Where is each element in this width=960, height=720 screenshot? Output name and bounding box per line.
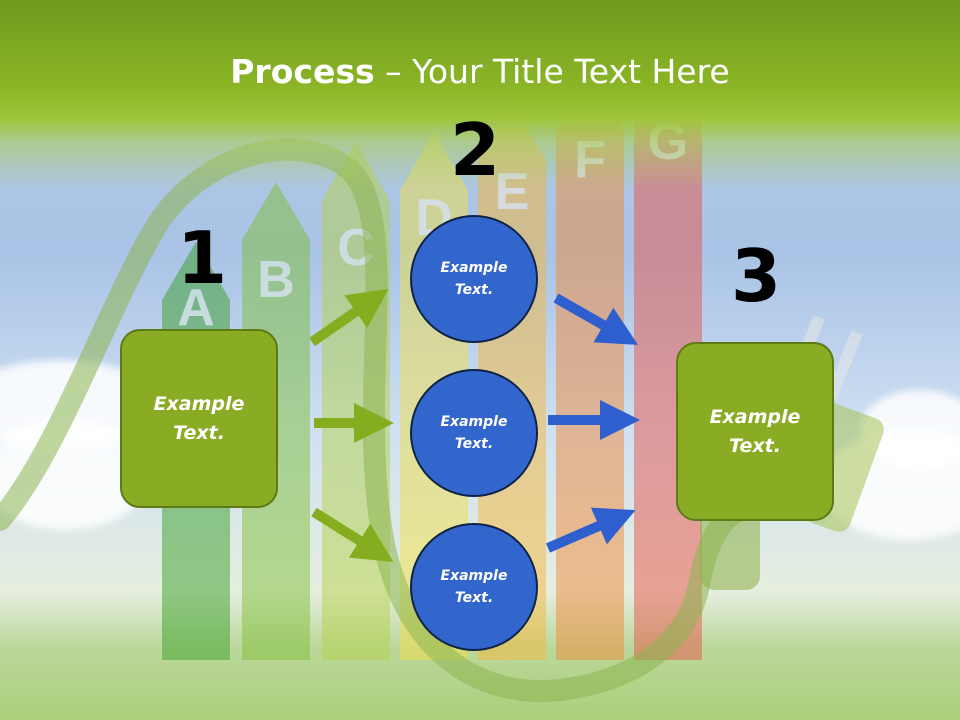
process-circle-3[interactable]: Example Text. xyxy=(410,523,538,651)
process-box-right[interactable]: Example Text. xyxy=(676,342,834,521)
title-rest: – Your Title Text Here xyxy=(374,52,730,91)
process-circle-2[interactable]: Example Text. xyxy=(410,369,538,497)
title-bold: Process xyxy=(230,52,375,91)
arrow-blue-up xyxy=(546,507,636,553)
arrow-green-up xyxy=(309,288,389,347)
step-number-1: 1 xyxy=(177,216,228,300)
arrow-blue-down xyxy=(553,293,639,345)
title-band xyxy=(0,0,960,190)
step-number-3: 3 xyxy=(731,234,782,318)
process-circle-1-text: Example Text. xyxy=(440,259,508,298)
arrow-green-down xyxy=(311,507,394,562)
energy-letter-b: B xyxy=(257,251,295,309)
energy-letter-a: A xyxy=(177,279,215,337)
process-box-left-text: Example Text. xyxy=(153,393,245,444)
process-box-right-text: Example Text. xyxy=(709,406,801,457)
process-circle-2-text: Example Text. xyxy=(440,413,508,452)
process-circle-3-text: Example Text. xyxy=(440,567,508,606)
slide-title: Process – Your Title Text Here xyxy=(0,52,960,91)
step-number-2: 2 xyxy=(450,108,501,192)
process-box-left[interactable]: Example Text. xyxy=(120,329,278,508)
process-circle-1[interactable]: Example Text. xyxy=(410,215,538,343)
